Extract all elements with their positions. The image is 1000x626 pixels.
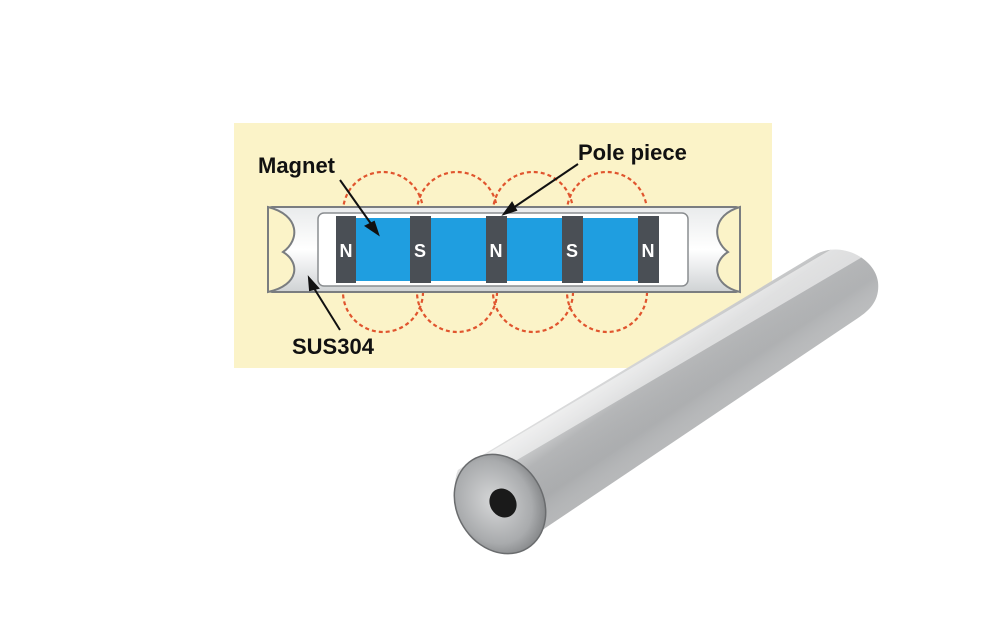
rod-end-bore xyxy=(489,488,517,518)
pole-piece-leader-arrowhead xyxy=(501,201,518,216)
tube-right-cutaway xyxy=(716,205,741,294)
tube-leader-line xyxy=(311,284,341,331)
pole-label-3: N xyxy=(490,241,503,261)
magnetic-rod-photo xyxy=(453,247,879,555)
tube-left-cutaway xyxy=(267,205,296,294)
pole-piece-1 xyxy=(336,216,356,283)
leader-arrows xyxy=(307,163,579,331)
magnet-label: Magnet xyxy=(258,153,336,178)
magnet-blocks xyxy=(355,218,638,281)
tube-leader-arrowhead xyxy=(307,275,320,292)
pole-pieces xyxy=(336,216,659,283)
magnet-block-4 xyxy=(583,218,638,281)
pole-piece-2 xyxy=(410,216,431,283)
cross-section-diagram: N S N S N Magnet Pole piece SUS304 xyxy=(234,123,772,368)
magnet-leader-arrowhead xyxy=(364,220,380,237)
pole-labels: N S N S N xyxy=(340,241,655,261)
tube-material-label: SUS304 xyxy=(292,334,375,359)
magnet-leader-line xyxy=(339,179,375,229)
rod-shading xyxy=(455,249,879,551)
pole-piece-4 xyxy=(562,216,583,283)
pole-piece-3 xyxy=(486,216,507,283)
pole-label-5: N xyxy=(642,241,655,261)
pole-piece-label: Pole piece xyxy=(578,140,687,165)
pole-label-4: S xyxy=(566,241,578,261)
pole-label-2: S xyxy=(414,241,426,261)
magnet-block-2 xyxy=(431,218,486,281)
magnet-block-3 xyxy=(507,218,562,281)
pole-piece-5 xyxy=(638,216,659,283)
pole-piece-leader-line xyxy=(509,163,579,211)
pole-label-1: N xyxy=(340,241,353,261)
magnet-block-1 xyxy=(355,218,410,281)
